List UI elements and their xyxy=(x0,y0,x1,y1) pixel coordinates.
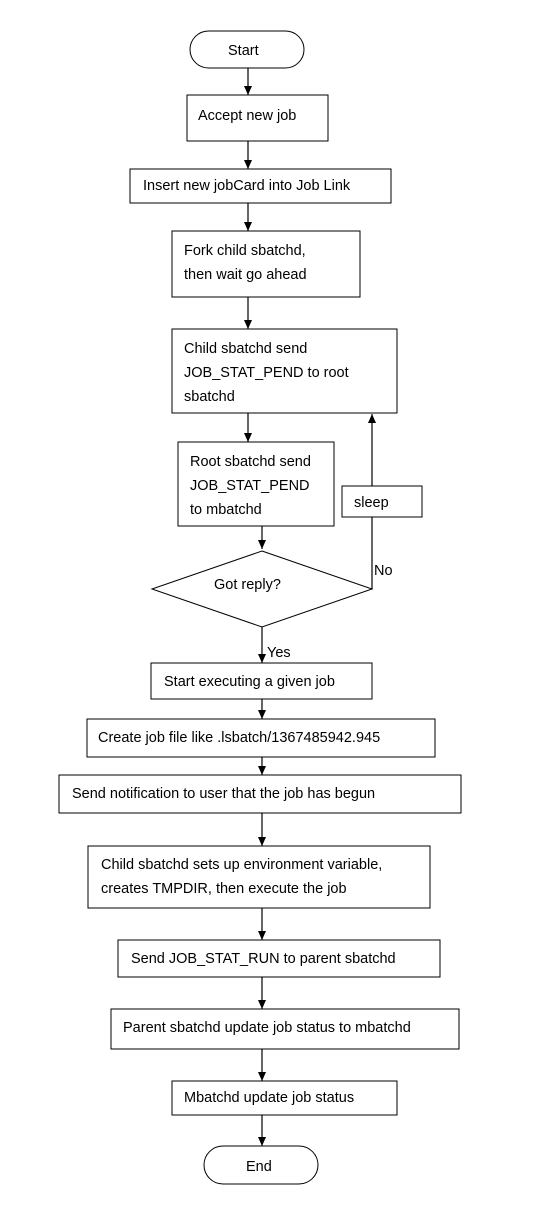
parent-update-node: Parent sbatchd update job status to mbat… xyxy=(110,1008,460,1050)
child-send-box xyxy=(171,328,398,414)
sleep-node: sleep xyxy=(341,485,423,518)
setup-label: Child sbatchd sets up environment variab… xyxy=(101,857,382,897)
label-line: JOB_STAT_PEND to root xyxy=(184,365,349,381)
label-line: Got reply? xyxy=(214,577,281,593)
label-line: Accept new job xyxy=(198,108,296,124)
sleep-box xyxy=(341,485,423,518)
label-line: then wait go ahead xyxy=(184,267,307,283)
notify-label: Send notification to user that the job h… xyxy=(72,786,375,802)
send-run-node: Send JOB_STAT_RUN to parent sbatchd xyxy=(117,939,441,978)
label-line: Mbatchd update job status xyxy=(184,1090,354,1106)
label-line: Parent sbatchd update job status to mbat… xyxy=(123,1020,411,1036)
start-exec-box xyxy=(150,662,373,700)
notify-node: Send notification to user that the job h… xyxy=(58,774,462,814)
accept-node: Accept new job xyxy=(186,94,329,142)
create-file-node: Create job file like .lsbatch/1367485942… xyxy=(86,718,436,758)
end-node: End xyxy=(203,1145,319,1185)
label-line: Send JOB_STAT_RUN to parent sbatchd xyxy=(131,951,396,967)
fork-node: Fork child sbatchd, then wait go ahead xyxy=(171,230,361,298)
insert-node: Insert new jobCard into Job Link xyxy=(129,168,392,204)
insert-box xyxy=(129,168,392,204)
start-node: Start xyxy=(189,30,305,69)
label-line: End xyxy=(246,1159,272,1175)
label-line: Start executing a given job xyxy=(164,674,335,690)
fork-box xyxy=(171,230,361,298)
mbatchd-update-box xyxy=(171,1080,398,1116)
mbatchd-update-label: Mbatchd update job status xyxy=(184,1090,354,1106)
mbatchd-update-node: Mbatchd update job status xyxy=(171,1080,398,1116)
decision-label: Got reply? xyxy=(214,577,281,593)
label-line: Insert new jobCard into Job Link xyxy=(143,178,351,194)
label-line: JOB_STAT_PEND xyxy=(190,478,310,494)
end-label: End xyxy=(246,1159,272,1175)
decision-node: Got reply? xyxy=(150,550,374,628)
label-line: sbatchd xyxy=(184,389,235,405)
create-file-box xyxy=(86,718,436,758)
send-run-box xyxy=(117,939,441,978)
label-line: Child sbatchd send xyxy=(184,341,307,357)
label-line: to mbatchd xyxy=(190,502,262,518)
notify-box xyxy=(58,774,462,814)
parent-update-box xyxy=(110,1008,460,1050)
connectors xyxy=(244,68,376,1146)
setup-box xyxy=(87,845,431,909)
start-exec-label: Start executing a given job xyxy=(164,674,335,690)
label-line: Fork child sbatchd, xyxy=(184,243,306,259)
fork-label: Fork child sbatchd, then wait go ahead xyxy=(184,243,307,283)
label-line: Start xyxy=(228,43,259,59)
edge-label-yes: Yes xyxy=(267,645,291,661)
decision-diamond xyxy=(150,550,374,628)
edge-label-no: No xyxy=(374,563,393,579)
send-run-label: Send JOB_STAT_RUN to parent sbatchd xyxy=(131,951,396,967)
label-line: creates TMPDIR, then execute the job xyxy=(101,881,347,897)
end-terminal-shape xyxy=(203,1145,319,1185)
create-file-label: Create job file like .lsbatch/1367485942… xyxy=(98,730,380,746)
start-terminal-shape xyxy=(189,30,305,69)
start-label: Start xyxy=(228,43,259,59)
insert-label: Insert new jobCard into Job Link xyxy=(143,178,351,194)
start-exec-node: Start executing a given job xyxy=(150,662,373,700)
label-line: Create job file like .lsbatch/1367485942… xyxy=(98,730,380,746)
root-send-box xyxy=(177,441,335,527)
setup-node: Child sbatchd sets up environment variab… xyxy=(87,845,431,909)
label-line: Send notification to user that the job h… xyxy=(72,786,375,802)
parent-update-label: Parent sbatchd update job status to mbat… xyxy=(123,1020,411,1036)
label-line: Root sbatchd send xyxy=(190,454,311,470)
sleep-label: sleep xyxy=(354,495,389,511)
accept-label: Accept new job xyxy=(198,108,296,124)
accept-box xyxy=(186,94,329,142)
label-line: sleep xyxy=(354,495,389,511)
label-line: Child sbatchd sets up environment variab… xyxy=(101,857,382,873)
